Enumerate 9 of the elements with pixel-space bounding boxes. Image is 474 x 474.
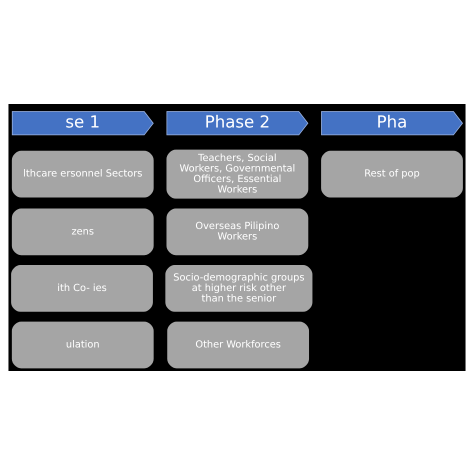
node-box: Other Workforces <box>167 321 310 368</box>
node-box: ulation <box>12 321 154 368</box>
node-box: lthcare ersonnel Sectors <box>12 150 154 198</box>
node-box: Rest of pop <box>321 150 463 198</box>
node-box: ith Co- ies <box>11 264 153 312</box>
node-box: Socio-demographic groups at higher risk other than the senior <box>165 264 312 312</box>
node-box: Overseas Pilipino Workers <box>166 208 308 255</box>
node-box: zens <box>12 208 154 255</box>
node-box: Teachers, Social Workers, Governmental Officers, Essential Workers <box>166 149 308 198</box>
